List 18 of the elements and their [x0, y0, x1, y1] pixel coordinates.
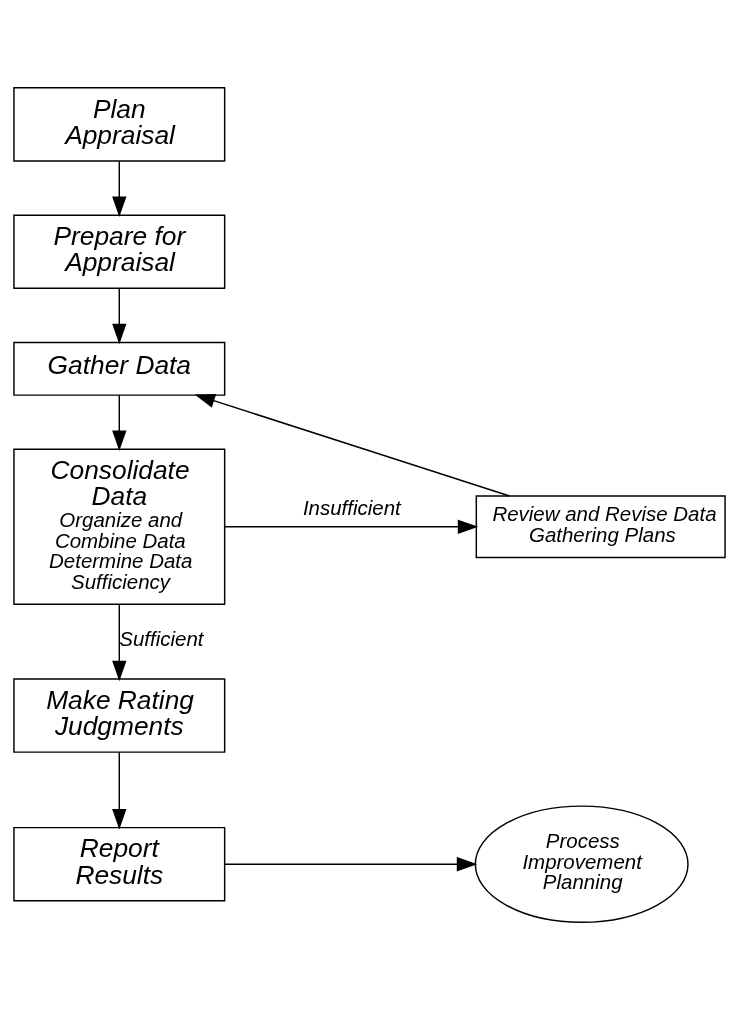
edge-label: Sufficient	[119, 626, 204, 650]
arrow	[112, 394, 127, 452]
arrow	[112, 603, 127, 682]
node-box: Make Rating Judgments	[13, 678, 226, 753]
node-box: Prepare for Appraisal	[13, 214, 226, 290]
arrow	[112, 160, 127, 218]
edge-label: Insufficient	[302, 496, 401, 520]
arrow	[194, 393, 511, 497]
node-box: Consolidate Data Organize and Combine Data Determine Data Sufficiency	[13, 448, 226, 606]
arrow	[112, 751, 127, 830]
arrow	[112, 287, 127, 345]
node-box: Gather Data	[13, 341, 226, 396]
node-ellipse: Process Improvement Planning	[474, 805, 689, 923]
arrow	[224, 857, 478, 872]
arrow	[224, 519, 479, 534]
node-box: Review and Revise Data Gathering Plans	[475, 495, 726, 559]
node-box: Plan Appraisal	[13, 87, 226, 162]
node-box: Report Results	[13, 826, 226, 902]
